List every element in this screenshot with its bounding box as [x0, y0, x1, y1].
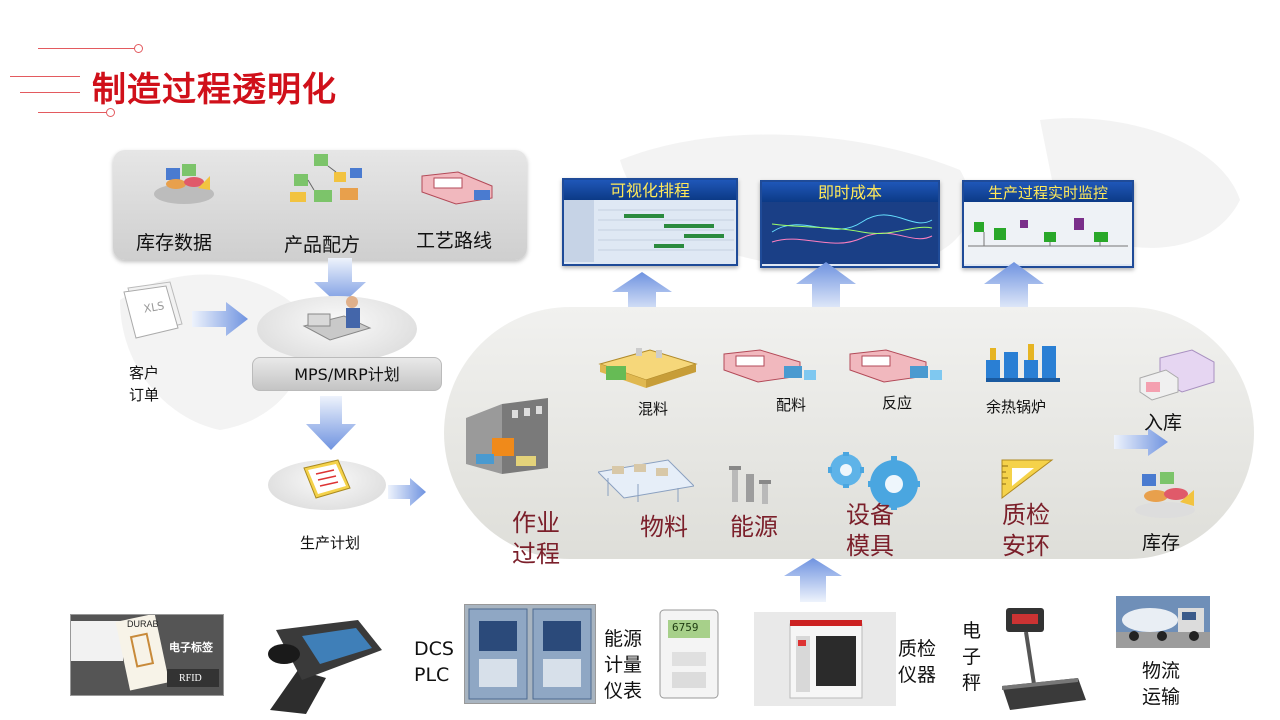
step-mixing-label: 混料: [638, 400, 669, 418]
customer-order-label: 客户订单: [128, 364, 159, 404]
gantt-chart-icon: [564, 200, 734, 262]
category-equipment-molds: 设备 模具: [846, 501, 894, 560]
category-materials: 物料: [640, 513, 688, 541]
electronic-scale-label: 电 子 秤: [962, 620, 982, 694]
arrow-up-icon: [796, 262, 856, 314]
rfid-tag-text: 电子标签: [169, 641, 213, 654]
page-title: 制造过程透明化: [92, 70, 337, 110]
logistics-label: 物流 运输: [1142, 660, 1181, 708]
realtime-monitoring-screen: 生产过程实时监控: [962, 180, 1134, 268]
energy-bolts-icon: [726, 462, 774, 506]
factory-building-icon: [462, 398, 554, 482]
visual-scheduling-screen: 可视化排程: [562, 178, 738, 266]
production-process-capsule: [444, 307, 1254, 559]
rfid-text: RFID: [179, 673, 202, 684]
inventory-icon: [1132, 468, 1198, 520]
arrow-right-icon: [192, 302, 248, 336]
meter-reading: 6759: [672, 621, 699, 634]
cost-line-chart-icon: [762, 202, 938, 264]
rfid-tag-photo: DURAB 电子标签 RFID: [70, 613, 224, 696]
monitoring-diagram-icon: [964, 202, 1132, 264]
gears-icon: [818, 452, 930, 510]
inventory-label: 库存: [1142, 532, 1181, 554]
product-recipe-label: 产品配方: [284, 234, 361, 256]
arrow-up-icon: [612, 272, 672, 318]
arrow-right-icon: [388, 478, 426, 506]
arrow-down-icon: [306, 396, 356, 450]
header-decoration: [0, 40, 160, 130]
clipboard-icon: [294, 458, 358, 502]
mps-mrp-plan-label: MPS/MRP计划: [252, 357, 442, 391]
reactor-machine-icon: [846, 346, 946, 386]
arrow-up-icon: [784, 558, 842, 602]
production-plan-label: 生产计划: [300, 534, 361, 552]
step-batching-label: 配料: [776, 396, 807, 414]
warehouse-inbound-icon: [1136, 348, 1216, 404]
screen-title: 即时成本: [762, 182, 938, 202]
screen-title: 可视化排程: [564, 180, 736, 200]
handheld-scanner-icon: [240, 600, 392, 716]
quality-ruler-icon: [1000, 458, 1054, 500]
qc-instrument-label: 质检 仪器: [898, 638, 937, 686]
screen-title: 生产过程实时监控: [964, 182, 1132, 202]
arrow-right-icon: [1114, 428, 1168, 456]
realtime-cost-screen: 即时成本: [760, 180, 940, 268]
xls-document-icon: XLS: [118, 280, 192, 340]
process-route-label: 工艺路线: [416, 230, 493, 252]
dcs-control-cabinet-photo: [464, 604, 596, 704]
step-reaction-label: 反应: [882, 394, 913, 412]
energy-meter-label: 能源 计量 仪表: [604, 628, 643, 702]
inventory-data-label: 库存数据: [136, 232, 213, 254]
rfid-brand-text: DURAB: [127, 619, 159, 629]
step-waste-heat-boiler-label: 余热锅炉: [986, 398, 1047, 416]
inventory-data-icon: [152, 156, 216, 206]
dcs-plc-label: DCS PLC: [414, 638, 454, 686]
process-route-icon: [418, 168, 502, 208]
qc-instrument-photo: [754, 612, 896, 706]
inbound-label: 入库: [1144, 412, 1183, 434]
energy-meter-icon: 6759: [658, 608, 720, 700]
conveyor-materials-icon: [596, 458, 696, 504]
arrow-down-icon: [314, 258, 366, 306]
category-quality-safety: 质检 安环: [1002, 501, 1050, 560]
electronic-scale-icon: [988, 600, 1088, 716]
mixing-machine-icon: [596, 342, 700, 390]
batching-machine-icon: [720, 346, 820, 386]
xls-text: XLS: [143, 299, 166, 315]
waste-heat-boiler-icon: [984, 336, 1064, 390]
planner-desk-icon: [300, 292, 374, 354]
arrow-up-icon: [984, 262, 1044, 314]
category-energy: 能源: [730, 513, 778, 541]
logistics-truck-photo: [1116, 596, 1210, 648]
category-operation-process: 作业 过程: [512, 509, 560, 568]
product-recipe-icon: [284, 152, 366, 208]
